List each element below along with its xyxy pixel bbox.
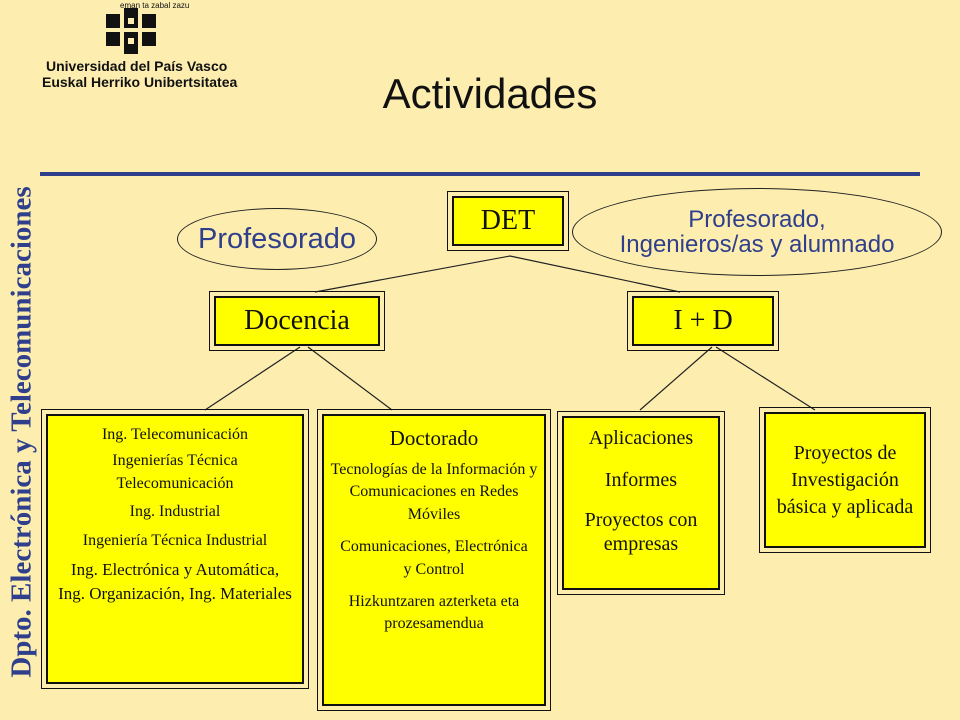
header-divider	[40, 172, 920, 176]
box-det: DET	[447, 191, 569, 251]
box-applications: Aplicaciones Informes Proyectos con empr…	[557, 411, 725, 595]
line-id-applications	[639, 346, 713, 411]
line-docencia-degrees	[204, 346, 301, 411]
doctorate-title: Doctorado	[389, 426, 479, 450]
label-profesorado: Profesorado	[177, 208, 377, 270]
degree-item: Ingeniería Técnica Industrial	[82, 531, 268, 549]
box-id: I + D	[627, 291, 779, 351]
university-logo-icon	[106, 8, 156, 54]
degree-item: Ing. Electrónica y Automática, Ing. Orga…	[58, 559, 292, 603]
line-docencia-doctorate	[307, 346, 393, 411]
university-name-eu: Euskal Herriko Unibertsitatea	[42, 74, 238, 90]
label-profesorado-ingenieros: Profesorado, Ingenieros/as y alumnado	[572, 188, 942, 276]
doctorate-program: Tecnologías de la Información y Comunica…	[330, 461, 538, 523]
research-projects-text: Proyectos de Investigación básica y apli…	[776, 441, 914, 518]
line-det-id	[509, 255, 681, 293]
application-item: Informes	[604, 469, 678, 491]
box-teaching-degrees: Ing. Telecomunicación Ingenierías Técnic…	[41, 409, 309, 689]
box-doctorate: Doctorado Tecnologías de la Información …	[317, 409, 551, 711]
slide-title: Actividades	[382, 70, 598, 117]
box-docencia: Docencia	[209, 291, 385, 351]
box-research-projects: Proyectos de Investigación básica y apli…	[759, 407, 931, 553]
line-det-docencia	[314, 255, 511, 293]
degree-item: Ingenierías Técnica Telecomunicación	[112, 452, 238, 492]
degree-item: Ing. Telecomunicación	[101, 426, 249, 443]
university-name-es: Universidad del País Vasco	[46, 58, 228, 74]
degree-item: Ing. Industrial	[129, 503, 221, 521]
line-id-research	[715, 346, 816, 411]
university-motto: eman ta zabal zazu	[120, 1, 190, 10]
doctorate-program: Comunicaciones, Electrónica y Control	[340, 538, 528, 578]
application-item: Aplicaciones	[588, 427, 694, 449]
doctorate-program: Hizkuntzaren azterketa eta prozesamendua	[348, 592, 520, 633]
application-item: Proyectos con empresas	[584, 509, 698, 555]
